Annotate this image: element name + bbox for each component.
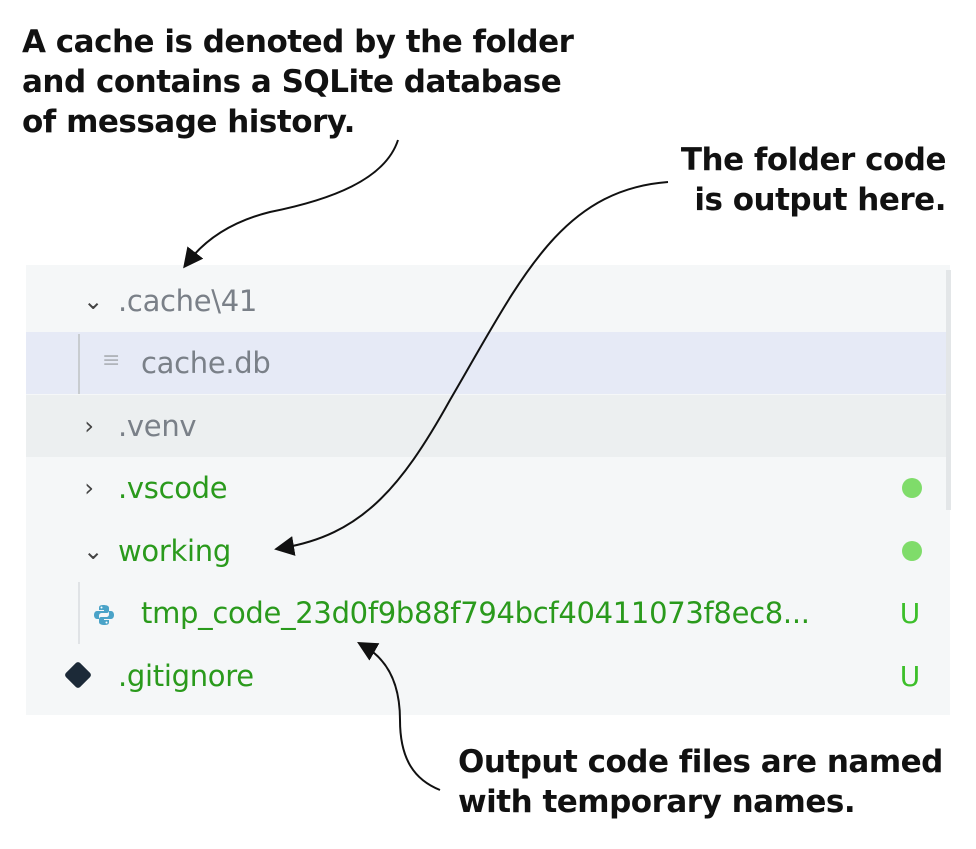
tree-item-label: .venv — [118, 409, 197, 443]
tree-item-label: working — [118, 534, 231, 568]
tree-item-vscode-folder[interactable]: › .vscode — [26, 457, 950, 519]
arrow-to-working — [274, 181, 669, 556]
chevron-down-icon[interactable]: ⌄ — [83, 287, 103, 315]
tree-item-venv-folder[interactable]: › .venv — [26, 395, 950, 457]
file-explorer: ⌄ .cache\41 ≡ cache.db › .venv › .vscode… — [26, 265, 950, 715]
annotation-line: and contains a SQLite database — [22, 64, 562, 100]
arrow-to-tmp-code — [357, 642, 441, 791]
tree-item-label: .gitignore — [118, 659, 254, 693]
tree-item-cache-folder[interactable]: ⌄ .cache\41 — [26, 270, 950, 332]
tree-item-tmp-code-file[interactable]: tmp_code_23d0f9b88f794bcf40411073f8ec8..… — [26, 582, 950, 644]
annotation-cache: A cache is denoted by the folder and con… — [22, 22, 574, 142]
chevron-right-icon[interactable]: › — [84, 412, 94, 440]
annotation-line: with temporary names. — [458, 784, 856, 820]
annotation-line: The folder code — [680, 142, 947, 178]
modified-dot-icon — [902, 541, 922, 561]
indent-guide — [78, 582, 80, 644]
untracked-badge: U — [899, 659, 921, 693]
tree-item-label: cache.db — [141, 346, 271, 380]
text-file-icon: ≡ — [102, 348, 121, 373]
tree-item-working-folder[interactable]: ⌄ working — [26, 520, 950, 582]
tree-item-label: .vscode — [118, 471, 228, 505]
tree-item-label: tmp_code_23d0f9b88f794bcf40411073f8ec8..… — [141, 596, 810, 630]
untracked-badge: U — [899, 596, 921, 630]
modified-dot-icon — [902, 478, 922, 498]
tree-item-cache-db[interactable]: ≡ cache.db — [26, 332, 950, 394]
annotation-line: of message history. — [22, 104, 355, 140]
annotation-line: Output code files are named — [458, 744, 943, 780]
chevron-down-icon[interactable]: ⌄ — [83, 537, 103, 565]
python-icon — [92, 600, 116, 625]
annotation-line: A cache is denoted by the folder — [22, 24, 574, 60]
tree-item-label: .cache\41 — [118, 284, 258, 318]
scrollbar[interactable] — [946, 270, 951, 510]
arrow-to-cache — [183, 139, 399, 269]
annotation-output-files: Output code files are named with tempora… — [458, 742, 943, 822]
annotation-folder-code: The folder code is output here. — [680, 140, 947, 220]
annotation-line: is output here. — [694, 182, 946, 218]
indent-guide — [78, 334, 80, 394]
chevron-right-icon[interactable]: › — [84, 474, 94, 502]
tree-item-gitignore[interactable]: .gitignore U — [26, 645, 950, 707]
